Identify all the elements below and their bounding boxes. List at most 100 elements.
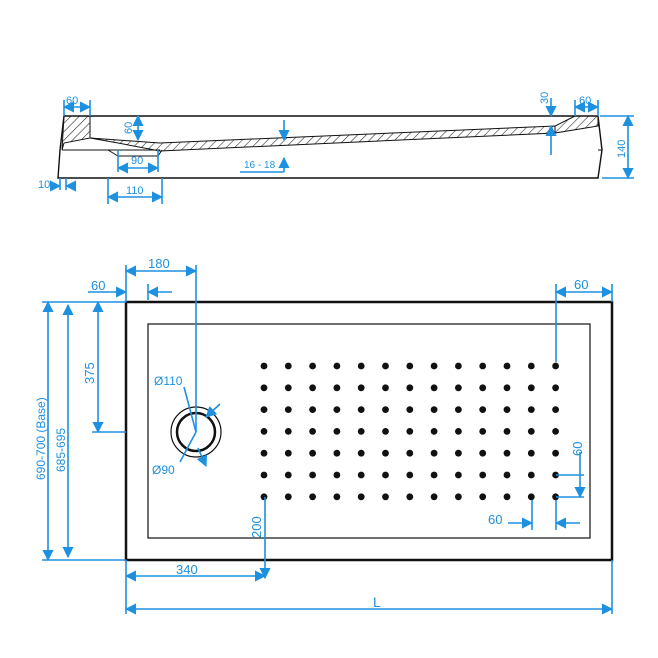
anti-slip-dot xyxy=(284,406,292,413)
section-view xyxy=(57,115,603,179)
anti-slip-dot xyxy=(382,449,389,457)
dim-section-slope: 16 - 18 xyxy=(244,160,276,171)
anti-slip-dot xyxy=(455,384,462,392)
anti-slip-dot xyxy=(382,493,389,501)
anti-slip-dot xyxy=(284,493,292,501)
anti-slip-dot xyxy=(309,449,316,457)
anti-slip-dot xyxy=(406,362,414,370)
anti-slip-dot xyxy=(333,384,341,392)
anti-slip-dot xyxy=(430,362,438,370)
anti-slip-dot xyxy=(309,428,316,435)
anti-slip-dot xyxy=(333,471,341,479)
anti-slip-dot xyxy=(357,449,365,457)
anti-slip-dot xyxy=(479,449,487,457)
anti-slip-dot xyxy=(455,449,462,457)
anti-slip-dot xyxy=(503,493,511,501)
dim-section-inner-depth: 60 xyxy=(123,122,135,134)
anti-slip-dot xyxy=(382,406,389,413)
dim-drain-offset-y: 375 xyxy=(82,362,97,384)
section-floor xyxy=(89,125,556,152)
anti-slip-dot xyxy=(552,406,559,413)
dim-drain-inner-dia: Ø90 xyxy=(152,463,175,477)
anti-slip-dot xyxy=(527,362,535,370)
dim-section-drain-outer: 110 xyxy=(126,185,144,197)
anti-slip-dot xyxy=(430,471,438,479)
anti-slip-dot xyxy=(357,471,365,479)
anti-slip-dot xyxy=(382,428,389,435)
anti-slip-dot xyxy=(479,493,487,501)
anti-slip-dot xyxy=(552,449,559,457)
anti-slip-dot xyxy=(479,362,487,370)
anti-slip-dot xyxy=(357,406,365,413)
anti-slip-dot xyxy=(357,493,365,501)
section-left-rim xyxy=(61,115,91,151)
dim-anti-slip-offset-y: 200 xyxy=(249,516,264,538)
anti-slip-dot xyxy=(503,406,511,413)
anti-slip-dot xyxy=(284,471,292,479)
anti-slip-dot xyxy=(260,406,268,413)
anti-slip-dot xyxy=(284,384,292,392)
anti-slip-dot xyxy=(333,449,341,457)
anti-slip-dot xyxy=(309,471,316,479)
anti-slip-dot xyxy=(284,449,292,457)
anti-slip-dot xyxy=(260,384,268,392)
dim-section-bottom-edge: 10 xyxy=(38,179,50,191)
anti-slip-dot xyxy=(284,428,292,435)
anti-slip-dot xyxy=(503,362,511,370)
anti-slip-dot xyxy=(455,471,462,479)
anti-slip-dot xyxy=(430,406,438,413)
dim-length: L xyxy=(373,594,381,610)
dim-section-right-rim: 60 xyxy=(579,95,591,107)
anti-slip-pattern xyxy=(260,362,559,501)
anti-slip-dot xyxy=(455,406,462,413)
anti-slip-dot xyxy=(503,428,511,435)
plan-view xyxy=(124,300,614,562)
anti-slip-dot xyxy=(260,493,268,501)
tray-inner-basin xyxy=(147,323,591,539)
section-dimensions: 60 60 90 110 10 16 - 18 30 60 xyxy=(38,92,634,204)
anti-slip-dot xyxy=(430,493,438,501)
dim-anti-slip-offset-x: 340 xyxy=(176,562,198,577)
anti-slip-dot xyxy=(333,428,341,435)
dim-left-rim: 60 xyxy=(91,278,105,293)
anti-slip-dot xyxy=(406,471,414,479)
anti-slip-dot xyxy=(455,362,462,370)
plan-dimensions: 180 60 60 375 690-700 (Base) 685-695 Ø11… xyxy=(34,256,614,615)
anti-slip-dot xyxy=(527,406,535,413)
anti-slip-dot xyxy=(333,362,341,370)
section-right-rim xyxy=(554,115,599,134)
anti-slip-dot xyxy=(527,428,535,435)
dim-dot-spacing-h: 60 xyxy=(488,512,502,527)
anti-slip-dot xyxy=(333,493,341,501)
dim-width-base: 690-700 (Base) xyxy=(34,397,48,480)
anti-slip-dot xyxy=(430,449,438,457)
anti-slip-dot xyxy=(503,384,511,392)
anti-slip-dot xyxy=(309,362,316,370)
anti-slip-dot xyxy=(260,449,268,457)
anti-slip-dot xyxy=(479,428,487,435)
anti-slip-dot xyxy=(430,428,438,435)
dim-width: 685-695 xyxy=(54,428,68,472)
anti-slip-dot xyxy=(309,384,316,392)
anti-slip-dot xyxy=(382,362,389,370)
anti-slip-dot xyxy=(309,493,316,501)
anti-slip-dot xyxy=(552,384,559,392)
tray-outer xyxy=(124,300,614,562)
anti-slip-dot xyxy=(284,362,292,370)
anti-slip-dot xyxy=(406,428,414,435)
anti-slip-dot xyxy=(503,449,511,457)
anti-slip-dot xyxy=(406,406,414,413)
anti-slip-dot xyxy=(479,471,487,479)
anti-slip-dot xyxy=(552,428,559,435)
anti-slip-dot xyxy=(406,449,414,457)
anti-slip-dot xyxy=(357,362,365,370)
dim-dot-spacing-v: 60 xyxy=(570,442,585,456)
anti-slip-dot xyxy=(309,406,316,413)
dim-drain-offset-x: 180 xyxy=(148,256,170,271)
anti-slip-dot xyxy=(552,362,559,370)
anti-slip-dot xyxy=(527,449,535,457)
anti-slip-dot xyxy=(479,406,487,413)
anti-slip-dot xyxy=(527,493,535,501)
anti-slip-dot xyxy=(479,384,487,392)
